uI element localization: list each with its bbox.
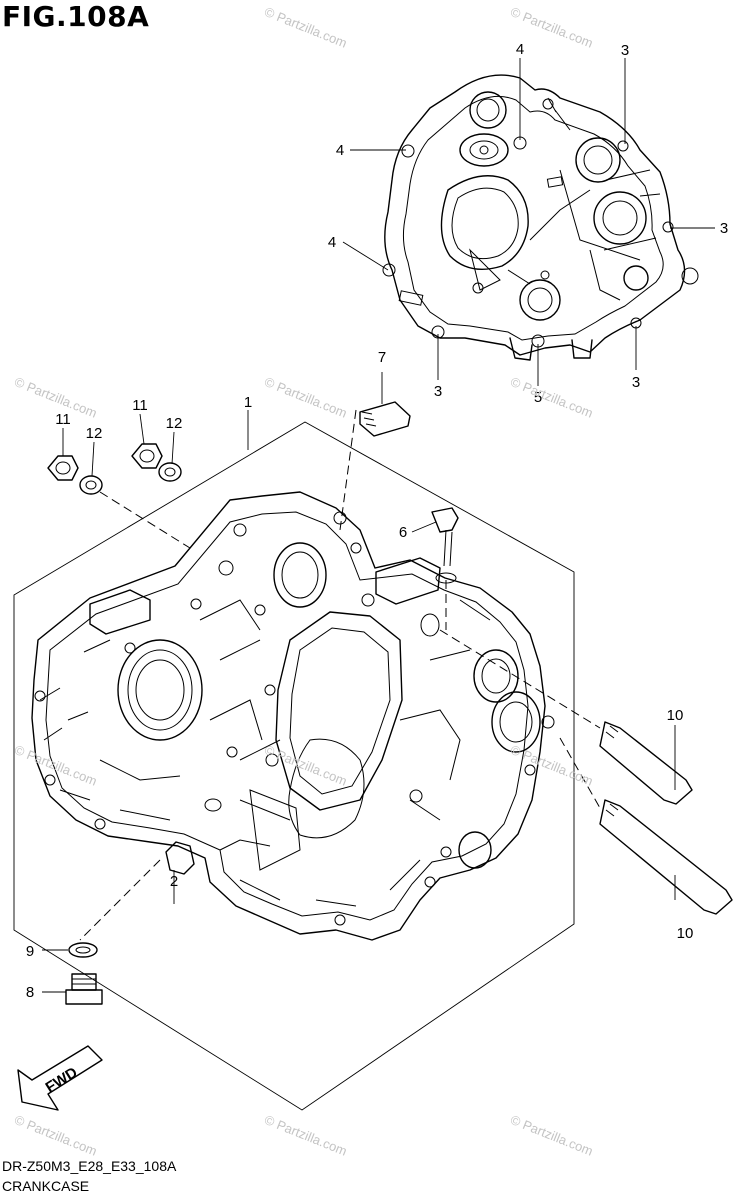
callout-6: 6 — [399, 524, 407, 541]
callout-8: 8 — [26, 984, 34, 1001]
callout-12: 12 — [86, 425, 103, 442]
callout-9: 9 — [26, 943, 34, 960]
part-10-bolt-b — [599, 799, 733, 915]
fwd-label: FWD — [43, 1064, 81, 1097]
figure-code: DR-Z50M3_E28_E33_108A — [2, 1158, 177, 1174]
callout-4: 4 — [336, 142, 344, 159]
figure-caption: CRANKCASE — [2, 1178, 90, 1194]
part-8-drain-plug — [65, 973, 103, 1005]
callout-10: 10 — [667, 707, 684, 724]
callout-4: 4 — [516, 41, 524, 58]
part-6-fitting — [431, 507, 459, 584]
assembly-outline — [13, 421, 575, 1111]
fwd-direction-arrow: FWD — [17, 1045, 103, 1111]
part-9-gasket — [68, 942, 98, 958]
part-12-washer-b — [158, 462, 182, 482]
part-10-bolt-a — [599, 721, 693, 805]
part-12-washer-a — [79, 475, 103, 495]
part-2-dowel — [165, 841, 195, 875]
leader-lines — [42, 58, 715, 993]
callout-3: 3 — [632, 374, 640, 391]
callout-11: 11 — [132, 397, 148, 414]
part-7-breather — [359, 401, 411, 437]
part-11-nut-a — [47, 455, 79, 481]
crankcase-left-half — [31, 491, 555, 941]
callout-4: 4 — [328, 234, 336, 251]
part-11-nut-b — [131, 443, 163, 469]
callout-numbers: 4 4 4 3 3 3 3 5 1 7 6 11 11 12 12 2 9 8 … — [26, 41, 728, 1001]
callout-3: 3 — [434, 383, 442, 400]
callout-3: 3 — [720, 220, 728, 237]
callout-3: 3 — [621, 42, 629, 59]
figure-title: FIG.108A — [2, 0, 150, 33]
callout-11: 11 — [55, 411, 71, 428]
callout-12: 12 — [166, 415, 183, 432]
callout-7: 7 — [378, 349, 386, 366]
callout-2: 2 — [170, 873, 178, 890]
callout-5: 5 — [534, 389, 542, 406]
callout-10: 10 — [677, 925, 694, 942]
callout-1: 1 — [244, 394, 252, 411]
crankcase-right-half — [382, 74, 699, 361]
